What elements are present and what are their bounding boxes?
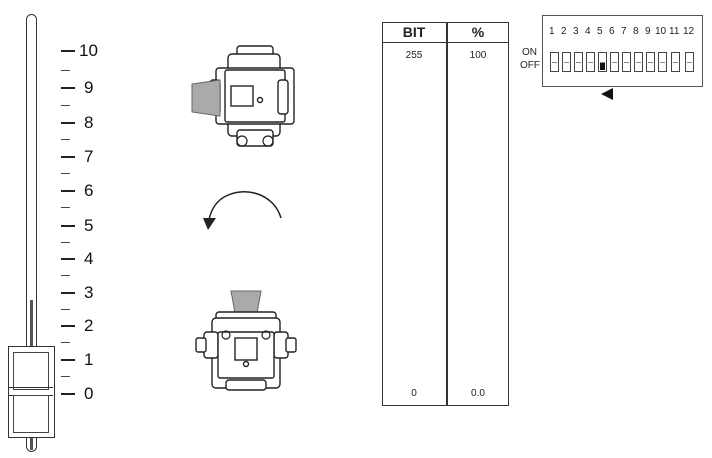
fader-track[interactable] [26, 14, 37, 452]
percent-max-value: 100 [469, 50, 487, 61]
scale-tick-minor [61, 275, 70, 276]
value-table-header [383, 23, 508, 43]
scale-tick-major [61, 258, 75, 260]
scale-tick-minor [61, 309, 70, 310]
dip-number: 4 [585, 26, 591, 37]
scale-tick-minor [61, 207, 70, 208]
scale-label: 10 [79, 41, 98, 60]
fader-knob-upper-face [13, 352, 49, 390]
dip-switch-5-lever [600, 62, 605, 70]
scale-label: 6 [84, 181, 94, 200]
scale-tick-major [61, 292, 75, 294]
dip-number: 9 [645, 26, 651, 37]
column-header-percent: % [471, 24, 485, 40]
dip-switch-12[interactable] [685, 52, 694, 72]
dip-number: 1 [549, 26, 555, 37]
value-table-column-divider [446, 23, 448, 405]
column-header-bit: BIT [402, 24, 426, 40]
scale-label: 4 [84, 249, 94, 268]
scale-tick-minor [61, 173, 70, 174]
dip-switch-11[interactable] [671, 52, 680, 72]
dip-switch-8[interactable] [634, 52, 643, 72]
bit-min-value: 0 [411, 388, 417, 399]
dip-switch-4[interactable] [586, 52, 595, 72]
dip-switch-10[interactable] [658, 52, 667, 72]
dip-number: 8 [633, 26, 639, 37]
scale-tick-major [61, 325, 75, 327]
scale-tick-major [61, 156, 75, 158]
rotary-device-upright-illustration [195, 290, 297, 391]
dip-number: 2 [561, 26, 567, 37]
dip-on-label: ON [522, 47, 537, 58]
fader-knob[interactable] [8, 346, 55, 438]
scale-tick-minor [61, 105, 70, 106]
dip-number: 5 [597, 26, 603, 37]
scale-tick-major [61, 190, 75, 192]
percent-min-value: 0.0 [471, 388, 485, 399]
dip-switch-7[interactable] [622, 52, 631, 72]
dip-switch-panel: 1 2 3 4 5 6 7 8 9 10 11 12 [542, 15, 703, 87]
dip-switch-9[interactable] [646, 52, 655, 72]
dip-switch-2[interactable] [562, 52, 571, 72]
dip-switch-6[interactable] [610, 52, 619, 72]
scale-tick-minor [61, 242, 70, 243]
scale-label: 2 [84, 316, 94, 335]
scale-label: 1 [84, 350, 94, 369]
scale-label: 9 [84, 78, 94, 97]
scale-tick-minor [61, 342, 70, 343]
dip-off-label: OFF [520, 60, 540, 71]
rotation-arrow-icon [203, 191, 282, 230]
dip-number: 10 [655, 26, 667, 37]
value-table: BIT % 255 100 0 0.0 [382, 22, 509, 406]
dip-number: 7 [621, 26, 627, 37]
dip-number: 3 [573, 26, 579, 37]
dip-switch-5[interactable] [598, 52, 607, 72]
dip-number: 6 [609, 26, 615, 37]
scale-label: 7 [84, 147, 94, 166]
dip-switch-1[interactable] [550, 52, 559, 72]
scale-tick-major [61, 87, 75, 89]
scale-tick-minor [61, 376, 70, 377]
scale-tick-major [61, 359, 75, 361]
scale-tick-major [61, 225, 75, 227]
scale-tick-major [61, 393, 75, 395]
bit-max-value: 255 [405, 50, 423, 61]
scale-label: 8 [84, 113, 94, 132]
dip-switch-3[interactable] [574, 52, 583, 72]
scale-tick-minor [61, 70, 70, 71]
pointer-arrow-left-icon [601, 88, 613, 100]
scale-tick-major [61, 122, 75, 124]
scale-label: 3 [84, 283, 94, 302]
rotary-device-rotated-illustration [191, 45, 295, 147]
scale-tick-major [61, 50, 75, 52]
scale-label: 0 [84, 384, 94, 403]
fader-knob-lower-face [13, 395, 49, 433]
scale-tick-minor [61, 139, 70, 140]
dip-number: 12 [683, 26, 695, 37]
scale-label: 5 [84, 216, 94, 235]
dip-number: 11 [669, 26, 680, 37]
